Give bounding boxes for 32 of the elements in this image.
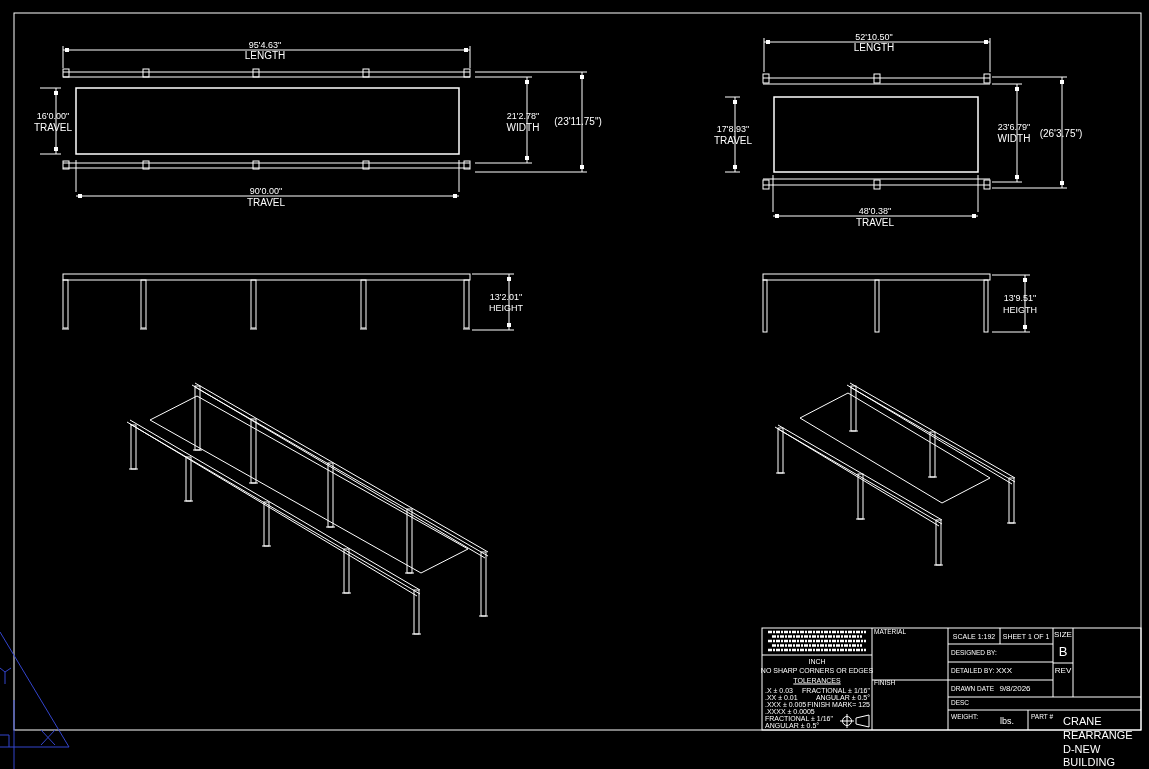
- dimension-text: TRAVEL: [855, 218, 895, 228]
- dimension-text: TRAVEL: [33, 123, 73, 133]
- dimension-text: 13'2.01": [489, 292, 523, 302]
- dimension-text: 95'4.63": [248, 40, 282, 50]
- part-number-text: D-NEW: [1063, 743, 1101, 755]
- dimension-text: 21'2.78": [506, 111, 540, 121]
- dimension-text: LENGTH: [244, 51, 286, 61]
- dimension-text: TRAVEL: [713, 136, 753, 146]
- dimension-text: TRAVEL: [246, 198, 286, 208]
- field-value: lbs.: [1000, 716, 1014, 726]
- dimension-text: 48'0.38": [858, 206, 892, 216]
- field-label: SIZE: [1054, 631, 1072, 639]
- field-label: REV: [1054, 667, 1072, 675]
- field-value: B: [1058, 644, 1068, 658]
- dimension-text: 23'6.79": [997, 122, 1031, 132]
- field-value: XXX: [996, 667, 1012, 675]
- dimension-text: 13'9.51": [1003, 293, 1037, 303]
- dimension-text: HEIGHT: [489, 303, 523, 313]
- dimension-text: 17'8.93": [716, 124, 750, 134]
- part-number-text: BUILDING: [1063, 756, 1115, 768]
- dimension-text: LENGTH: [853, 43, 895, 53]
- part-number-text: REARRANGE: [1063, 729, 1133, 741]
- dimension-text: 16'0.00": [36, 111, 70, 121]
- field-value: 9/8/2026: [999, 685, 1031, 693]
- dimension-text: WIDTH: [997, 134, 1031, 144]
- dimension-text: (26'3.75"): [1039, 129, 1083, 139]
- part-number-text: CRANE: [1063, 715, 1102, 727]
- dimension-text: 90'0.00": [249, 186, 283, 196]
- dimension-text: HEIGTH: [1003, 305, 1037, 315]
- dimension-text: WIDTH: [506, 123, 540, 133]
- dimension-text: (23'11.75"): [554, 117, 602, 127]
- dimension-text: 52'10.50": [855, 32, 893, 42]
